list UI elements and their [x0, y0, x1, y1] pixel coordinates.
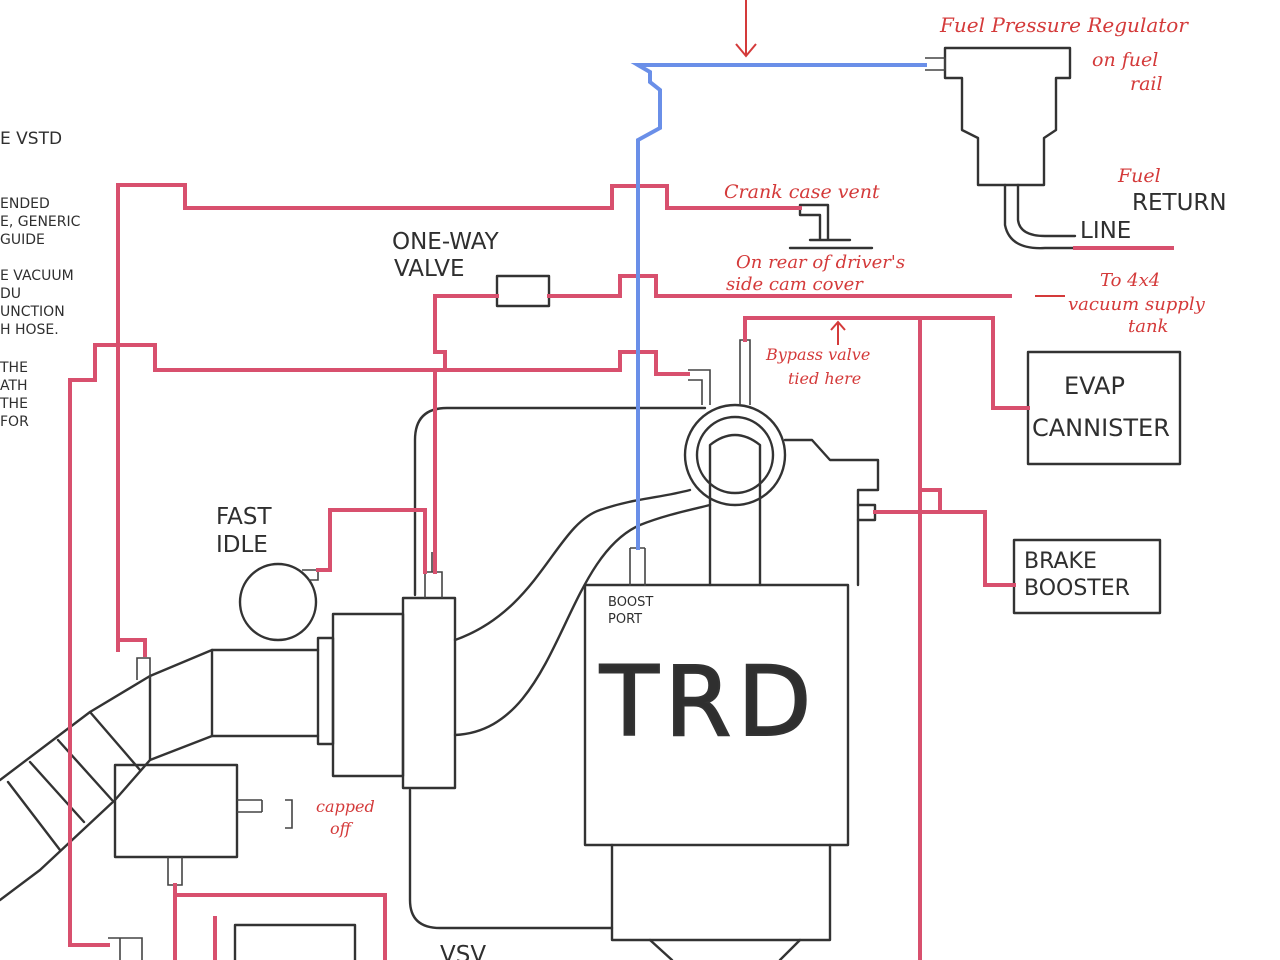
- brake-booster-box: [1012, 538, 1162, 615]
- cam-cover-note-1: On rear of driver's: [736, 252, 905, 273]
- margin-fragment: THE: [0, 396, 28, 412]
- brake-booster-label-1: BRAKE: [1024, 549, 1097, 574]
- vacuum-hose: [173, 893, 387, 960]
- margin-fragment: DU: [0, 286, 21, 302]
- fuel-regulator-note-3: rail: [1130, 73, 1163, 95]
- bypass-valve-note-1: Bypass valve: [765, 345, 870, 364]
- fast-idle-label-1: FAST: [216, 504, 272, 530]
- handwritten-annotations: Fuel Pressure Regulator on fuel rail Fue…: [316, 13, 1206, 838]
- fuel-pressure-regulator: [943, 46, 1072, 187]
- margin-fragment: H HOSE.: [0, 322, 59, 338]
- fuel-regulator-note-1: Fuel Pressure Regulator: [939, 13, 1189, 37]
- boost-pressure-line: [630, 63, 927, 550]
- cam-cover-note-2: side cam cover: [726, 274, 864, 295]
- vacuum-hose: [443, 350, 690, 376]
- vacuum-hose: [68, 294, 499, 947]
- margin-fragment: GUIDE: [0, 232, 45, 248]
- boost-port-label-1: BOOST: [608, 595, 653, 610]
- left-margin-text: E VSTD ENDED E, GENERIC GUIDE E VACUUM D…: [0, 129, 81, 430]
- vacuum-hose: [116, 183, 802, 652]
- margin-fragment: THE: [0, 360, 28, 376]
- fuel-regulator-note-2: on fuel: [1092, 49, 1158, 71]
- margin-fragment: ATH: [0, 378, 28, 394]
- margin-fragment: E, GENERIC: [0, 214, 81, 230]
- arrow-up-icon: [830, 320, 846, 345]
- vacuum-supply-note-2: vacuum supply: [1068, 294, 1206, 315]
- throttle-housing: [708, 433, 762, 587]
- fuel-note: Fuel: [1117, 165, 1161, 187]
- vacuum-supply-note-3: tank: [1128, 316, 1168, 337]
- capped-off-note-1: capped: [316, 797, 375, 816]
- vacuum-hose: [116, 638, 147, 657]
- margin-blue-fragment: E VSTD: [0, 129, 62, 149]
- vacuum-hose: [743, 316, 1030, 410]
- evap-cannister-box: [1026, 350, 1182, 466]
- vsv-label: VSV: [440, 942, 486, 960]
- boost-port-label-2: PORT: [608, 612, 642, 627]
- arrow-down-icon: [735, 0, 757, 58]
- trd-label: TRD: [599, 646, 817, 758]
- margin-fragment: UNCTION: [0, 304, 65, 320]
- margin-fragment: FOR: [0, 414, 29, 430]
- evap-label-2: CANNISTER: [1032, 414, 1170, 442]
- margin-fragment: E VACUUM: [0, 268, 74, 284]
- fast-idle-label-2: IDLE: [216, 532, 268, 558]
- handwritten-arrows: [735, 0, 1065, 345]
- vacuum-hose: [316, 508, 427, 574]
- engine-linework: TRD: [0, 46, 1182, 960]
- one-way-valve-label-1: ONE-WAY: [392, 229, 500, 255]
- crank-case-vent-note: Crank case vent: [724, 181, 880, 203]
- bypass-valve-note-2: tied here: [788, 369, 861, 388]
- printed-labels: ONE-WAY VALVE FAST IDLE BOOST PORT EVAP …: [216, 190, 1227, 960]
- pressure-hose: [630, 63, 927, 550]
- vacuum-hose: [918, 488, 1016, 587]
- vacuum-hose-network: [68, 183, 1174, 960]
- one-way-valve-label-2: VALVE: [394, 256, 465, 282]
- evap-label-1: EVAP: [1064, 372, 1125, 400]
- margin-fragment: ENDED: [0, 196, 50, 212]
- trd-plenum: [583, 583, 850, 847]
- fuel-return-label-2: LINE: [1080, 218, 1131, 244]
- brake-booster-label-2: BOOSTER: [1024, 576, 1130, 601]
- vacuum-supply-note-1: To 4x4: [1100, 270, 1160, 291]
- one-way-valve: [495, 274, 551, 308]
- fast-idle-valve: [238, 562, 318, 642]
- capped-off-note-2: off: [330, 819, 354, 838]
- fuel-return-label-1: RETURN: [1132, 190, 1227, 216]
